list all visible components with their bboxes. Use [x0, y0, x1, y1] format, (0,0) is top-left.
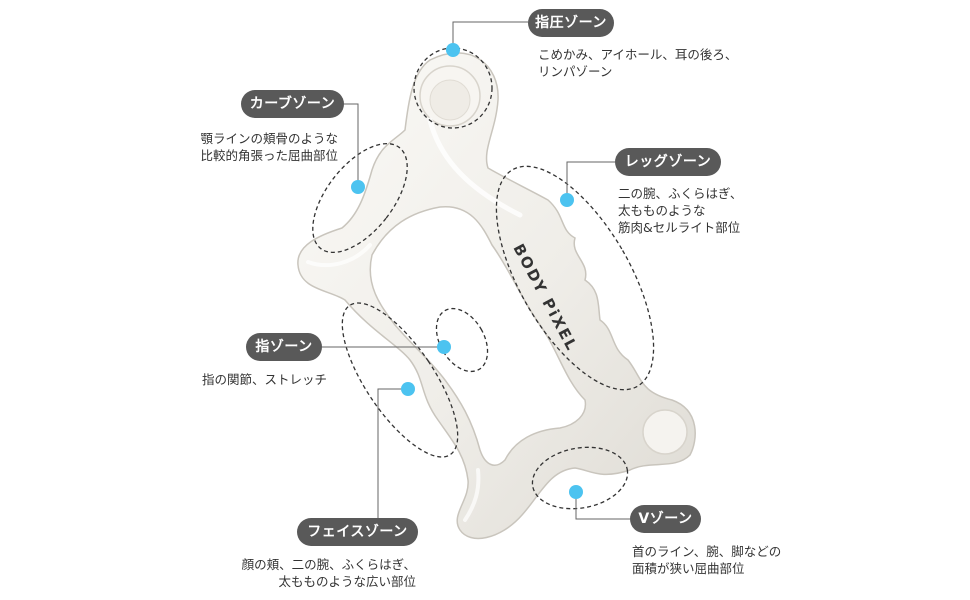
finger-marker: [437, 340, 451, 354]
finger-pressure-zone-description: こめかみ、アイホール、耳の後ろ、 リンパゾーン: [538, 46, 737, 80]
curve-zone-outline: [312, 142, 408, 254]
description-line: 二の腕、ふくらはぎ、: [618, 186, 743, 201]
finger-zone-description: 指の関節、ストレッチ: [202, 371, 327, 388]
face-marker: [401, 382, 415, 396]
finger-pressure-zone-label: 指圧ゾーン: [528, 9, 614, 37]
curve-zone-label: カーブゾーン: [241, 90, 344, 118]
finger-pressure-marker: [446, 43, 460, 57]
description-line: リンパゾーン: [538, 64, 613, 79]
description-line: 指の関節、ストレッチ: [202, 372, 328, 387]
v-zone-description: 首のライン、腕、脚などの 面積が狭い屈曲部位: [632, 543, 781, 577]
curve-zone-description: 顎ラインの頬骨のような 比較的角張った屈曲部位: [192, 130, 338, 164]
face-zone-outline: [341, 302, 459, 458]
curve-marker: [351, 180, 365, 194]
leg-zone-label: レッグゾーン: [615, 148, 721, 176]
v-zone-outline: [531, 446, 629, 510]
description-line: 比較的角張った屈曲部位: [200, 148, 338, 163]
zone-markers: [351, 43, 583, 499]
description-line: 顔の頬、二の腕、ふくらはぎ、: [241, 557, 416, 572]
description-line: 筋肉&セルライト部位: [618, 220, 741, 235]
v-marker: [569, 485, 583, 499]
leg-zone-description: 二の腕、ふくらはぎ、 太もものような 筋肉&セルライト部位: [618, 185, 742, 236]
gua-sha-tool: [297, 52, 696, 540]
finger-zone-label: 指ゾーン: [246, 333, 322, 361]
leg-zone-outline: [495, 165, 655, 391]
description-line: 首のライン、腕、脚などの: [632, 544, 782, 559]
face-zone-label: フェイスゾーン: [297, 518, 418, 546]
leg-marker: [560, 193, 574, 207]
finger-zone-outline: [435, 307, 489, 373]
leader-lines: [322, 21, 630, 532]
description-line: 太もものような広い部位: [278, 574, 416, 589]
description-line: 太もものような: [618, 203, 706, 218]
description-line: 顎ラインの頬骨のような: [200, 131, 338, 146]
description-line: こめかみ、アイホール、耳の後ろ、: [538, 47, 738, 62]
v-zone-label: Vゾーン: [630, 505, 701, 533]
face-zone-description: 顔の頬、二の腕、ふくらはぎ、 太もものような広い部位: [236, 556, 416, 590]
description-line: 面積が狭い屈曲部位: [632, 561, 745, 576]
